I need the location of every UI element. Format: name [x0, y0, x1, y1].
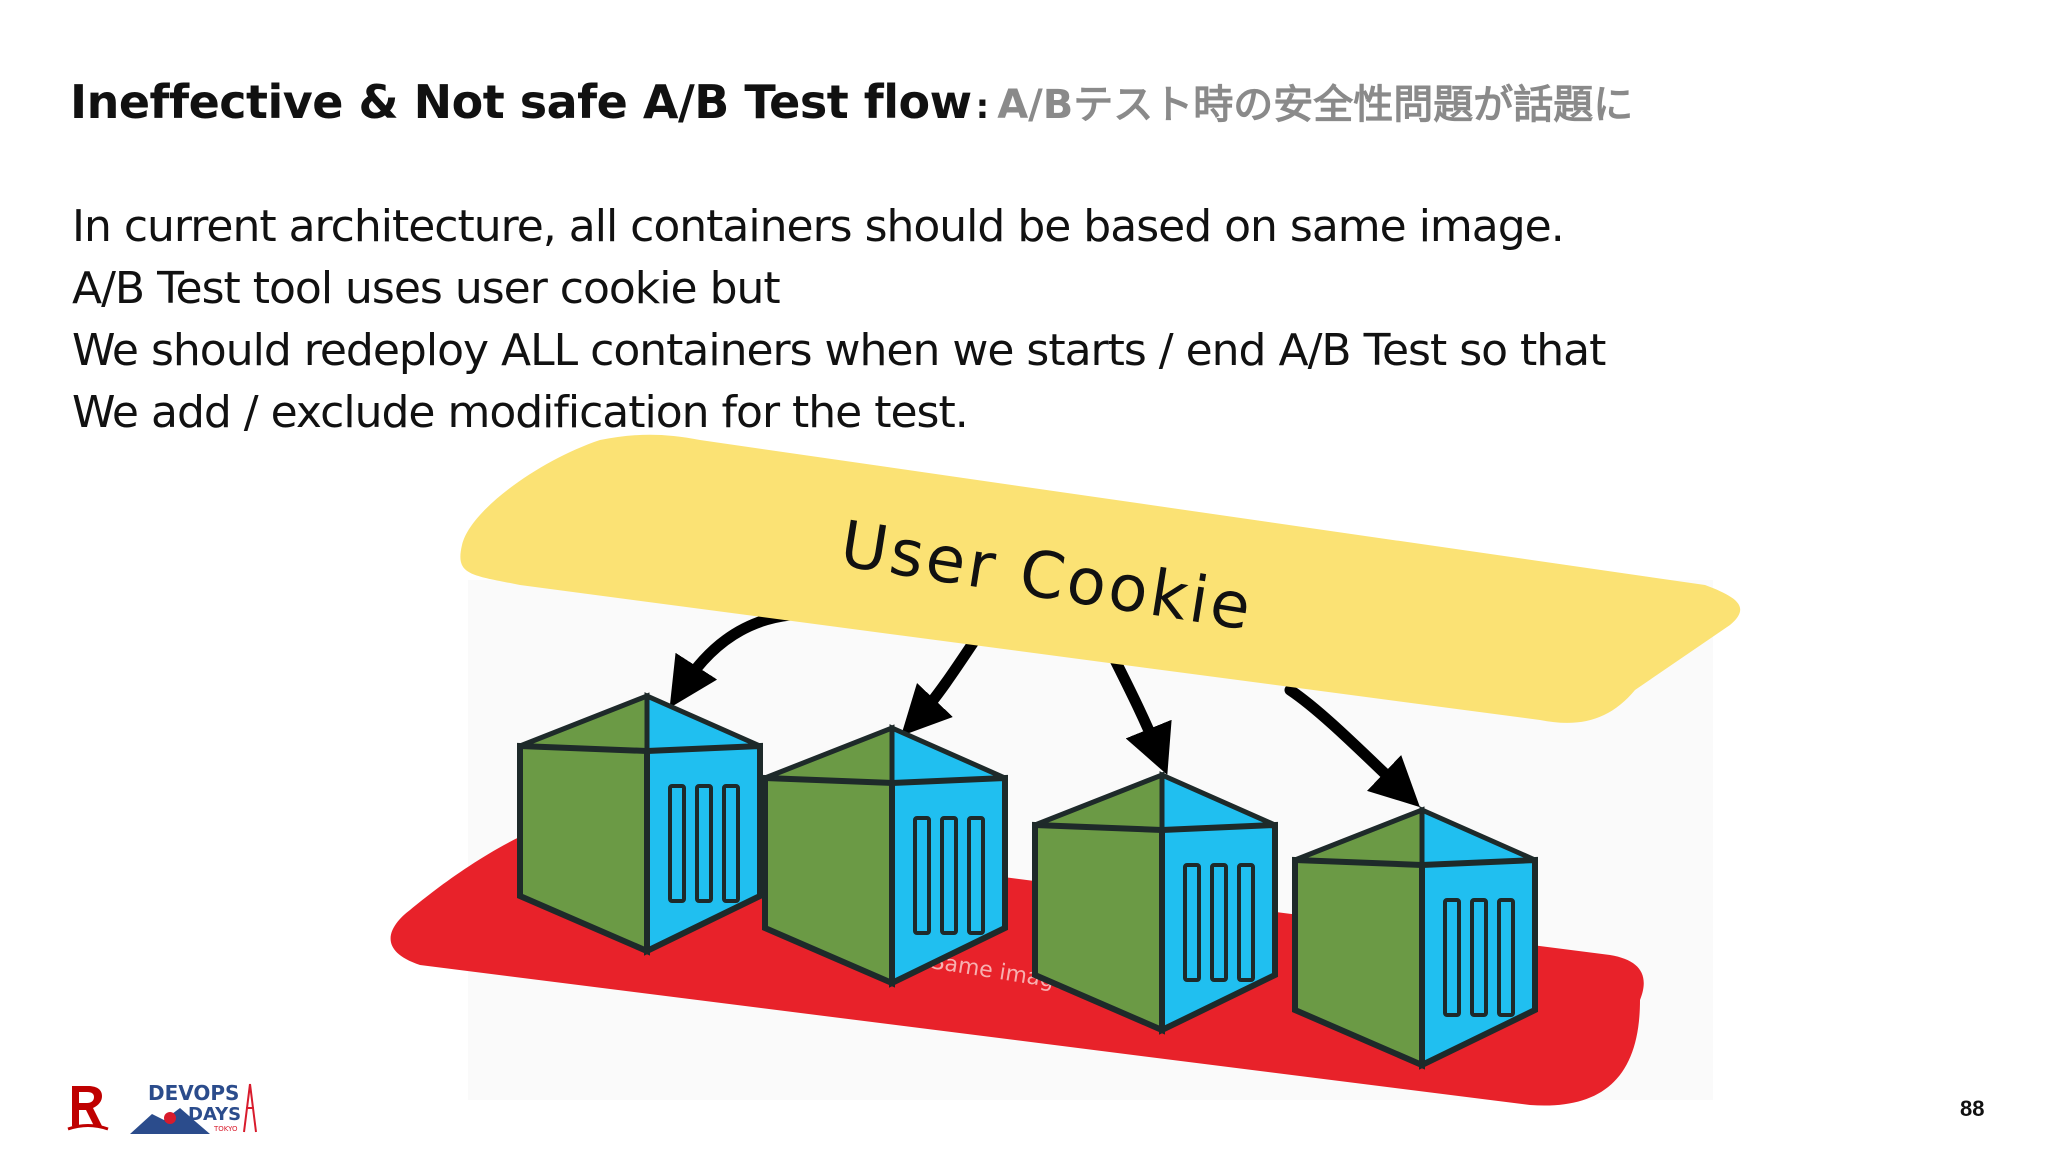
rakuten-logo — [67, 1086, 109, 1131]
title-separator: : — [975, 87, 990, 127]
devops-logo-line3: TOKYO — [213, 1125, 238, 1133]
page-number: 88 — [1960, 1096, 1985, 1121]
body-line: A/B Test tool uses user cookie but — [72, 263, 781, 314]
body-line: We add / exclude modification for the te… — [72, 387, 969, 438]
body-line: In current architecture, all containers … — [72, 201, 1565, 252]
body-text: In current architecture, all containers … — [72, 196, 1772, 444]
container-icon — [1032, 771, 1278, 1035]
container-icon — [762, 724, 1008, 988]
arrow-2 — [901, 634, 981, 736]
containers — [517, 692, 1538, 1070]
devops-logo-line1: DEVOPS — [148, 1081, 239, 1105]
slide-title: Ineffective & Not safe A/B Test flow:A/B… — [70, 72, 1633, 130]
title-subtitle-japanese: A/Bテスト時の安全性問題が話題に — [997, 82, 1634, 128]
body-line: We should redeploy ALL containers when w… — [72, 325, 1606, 376]
devops-logo-line2: DAYS — [188, 1104, 241, 1125]
title-main: Ineffective & Not safe A/B Test flow — [70, 75, 972, 129]
arrow-3 — [1109, 654, 1172, 775]
devopsdays-tokyo-logo: DEVOPS DAYS TOKYO — [130, 1078, 258, 1134]
container-icon — [517, 692, 763, 956]
user-cookie-board — [460, 434, 1741, 723]
arrow-4 — [1284, 684, 1420, 808]
container-icon — [1292, 806, 1538, 1070]
